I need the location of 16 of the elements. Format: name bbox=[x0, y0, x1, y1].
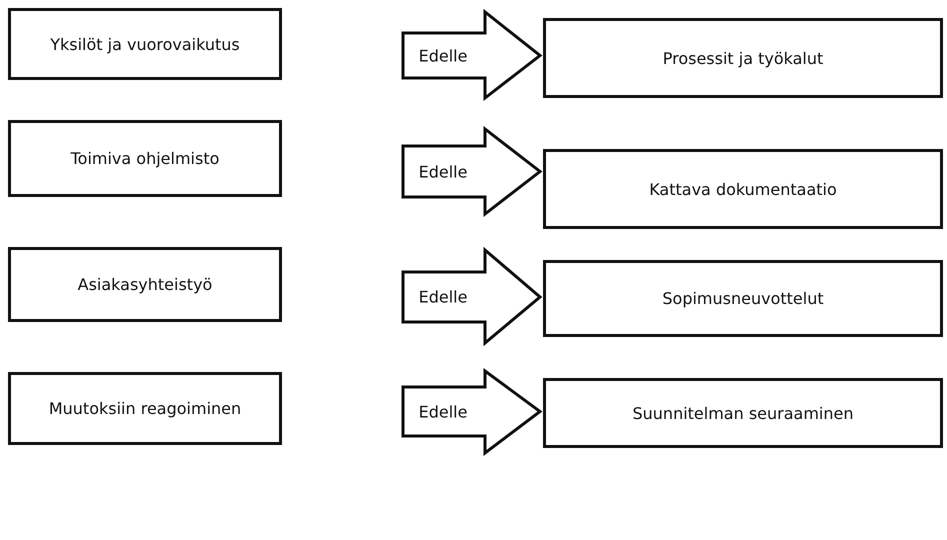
process-box bbox=[8, 372, 282, 445]
process-box bbox=[8, 247, 282, 322]
process-box bbox=[543, 149, 943, 229]
box-text: Suunnitelman seuraaminen bbox=[631, 404, 854, 422]
process-box bbox=[543, 260, 943, 337]
process-box bbox=[8, 8, 282, 80]
box-text: Asiakasyhteistyö bbox=[76, 275, 214, 294]
box-text: Yksilöt ja vuorovaikutus bbox=[49, 34, 241, 54]
process-box bbox=[8, 120, 282, 197]
box-text: Kattava dokumentaatio bbox=[648, 180, 838, 198]
box-text: Toimiva ohjelmisto bbox=[70, 149, 220, 168]
process-box bbox=[543, 18, 943, 98]
box-text: Prosessit ja työkalut bbox=[662, 48, 824, 68]
box-text: Muutoksiin reagoiminen bbox=[48, 399, 242, 418]
box-text: Sopimusneuvottelut bbox=[661, 289, 825, 308]
process-box bbox=[543, 378, 943, 448]
